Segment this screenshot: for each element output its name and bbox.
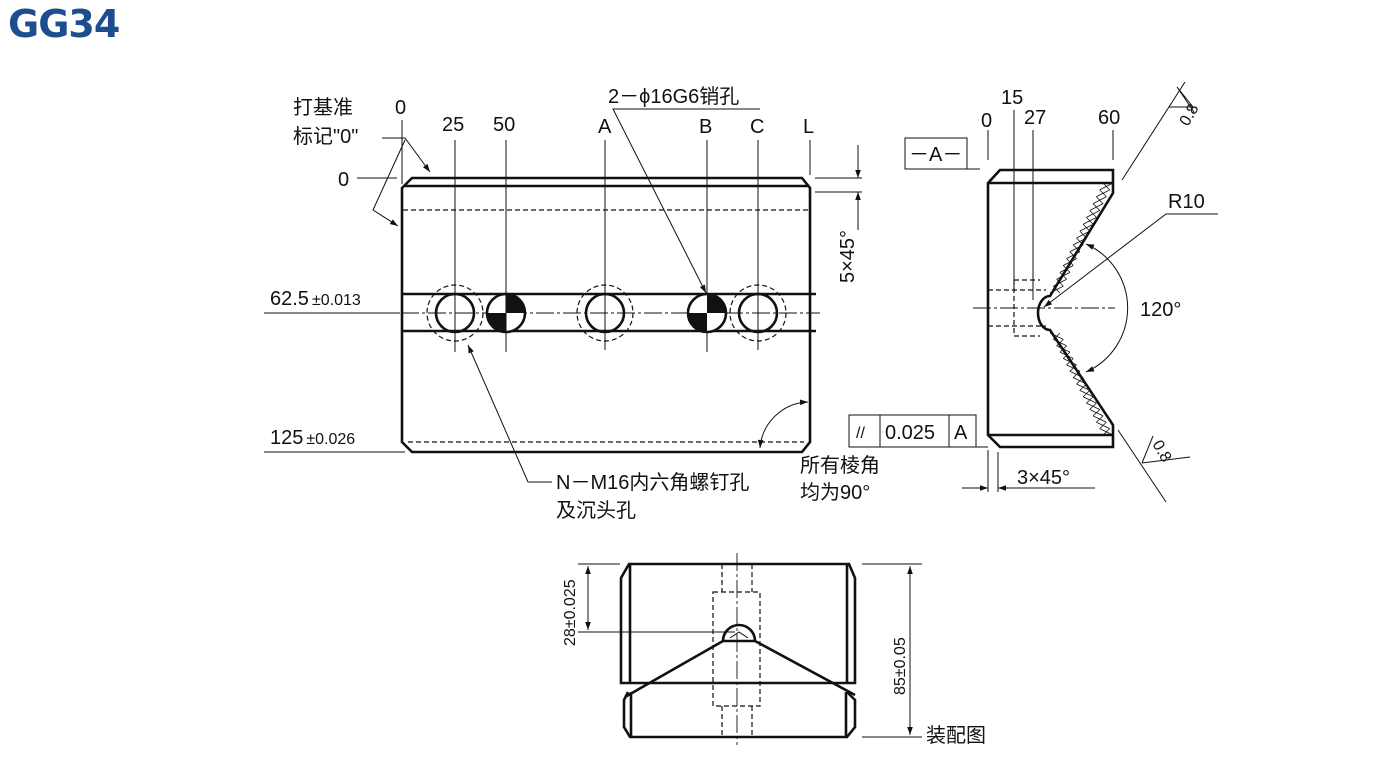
- datum-a-label: －A－: [909, 144, 962, 166]
- corner-note-line2: 均为90°: [800, 481, 870, 504]
- datum-a-box: [904, 137, 968, 170]
- datum-leader-top: [382, 137, 431, 173]
- roughness-symbol-bottom: 0.8: [1117, 429, 1191, 503]
- datum-note-line2: 标记"0": [293, 125, 358, 148]
- zero-top-label: 0: [395, 97, 406, 119]
- zero-left-label: 0: [338, 169, 349, 191]
- radius-leader: [1043, 213, 1218, 308]
- side-pos-27: 27: [1024, 107, 1046, 129]
- pos-b-label: B: [699, 116, 712, 138]
- height-value: 125±0.026: [270, 427, 355, 449]
- dim-28-label: 28±0.025: [562, 579, 579, 646]
- pin-hole-note: 2－ϕ16G6销孔: [608, 85, 739, 108]
- pos-c-label: C: [750, 116, 764, 138]
- side-pos-15: 15: [1001, 87, 1023, 109]
- side-pos-60: 60: [1098, 107, 1120, 129]
- parallelism-frame: // 0.025 A: [848, 414, 988, 448]
- screw-note-line1: N－M16内六角螺钉孔: [556, 471, 749, 494]
- part-code-title: GG34: [8, 2, 120, 46]
- pin-hole-b: [686, 292, 728, 334]
- svg-text:A: A: [954, 422, 968, 444]
- angle-arc: [1085, 243, 1129, 373]
- pin-hole-leader: [612, 108, 760, 294]
- side-pos-0: 0: [981, 110, 992, 132]
- position-lines: [401, 120, 811, 352]
- side-chamfer-label: 3×45°: [1017, 467, 1070, 489]
- screw-hole-leader: [467, 344, 552, 483]
- angle-label: 120°: [1140, 299, 1181, 321]
- assembly-view: 28±0.025 85±0.05 装配图: [562, 553, 986, 747]
- hole-height-value: 62.5±0.013: [270, 288, 361, 310]
- datum-leader-left: [372, 139, 406, 227]
- upper-block: [619, 562, 857, 685]
- v-jaw-profile: [624, 623, 856, 699]
- side-view: －A－ 0 15 27 60 R10 120° 0.8 0.8 // 0.025…: [848, 81, 1218, 503]
- svg-text:0.025: 0.025: [885, 422, 935, 444]
- dim-85-label: 85±0.05: [892, 637, 909, 695]
- pos-50-label: 50: [493, 114, 515, 136]
- pos-a-label: A: [598, 116, 612, 138]
- datum-note-line1: 打基准: [293, 96, 353, 119]
- screw-note-line2: 及沉头孔: [556, 499, 636, 522]
- ground-surface-hatching: [1049, 182, 1114, 436]
- svg-text:0.8: 0.8: [1149, 438, 1175, 466]
- pos-25-label: 25: [442, 114, 464, 136]
- pos-l-label: L: [803, 116, 814, 138]
- lower-block: [622, 691, 857, 739]
- svg-text:0.8: 0.8: [1177, 101, 1203, 129]
- roughness-symbol-top: 0.8: [1121, 81, 1203, 181]
- corner-angle-arc: [757, 399, 809, 449]
- front-outline: [400, 176, 812, 454]
- svg-text://: //: [856, 425, 865, 442]
- assembly-label: 装配图: [926, 724, 986, 747]
- front-view: 打基准 标记"0" 0 0 25 50 A B C L 2－ϕ16G6销孔 5×…: [264, 85, 880, 522]
- corner-note-line1: 所有棱角: [800, 454, 880, 477]
- front-chamfer-label: 5×45°: [837, 230, 859, 283]
- radius-label: R10: [1168, 191, 1205, 213]
